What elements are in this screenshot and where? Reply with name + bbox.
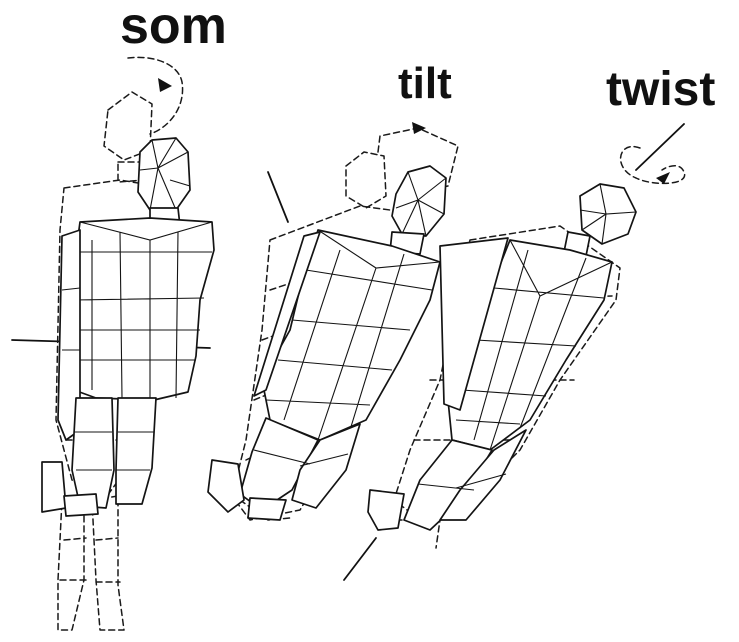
twist-axis-top [636,124,684,170]
tilt-figure [208,122,458,520]
twist-rotation-arrow [621,147,685,184]
tilt-label: tilt [398,62,452,106]
twist-label: twist [606,66,715,114]
som-label: som [120,0,227,52]
tilt-axis-top [268,172,288,222]
twist-arrow-head [656,172,670,184]
twist-axis-bottom [344,538,376,580]
som-solid-body [42,138,214,516]
som-arrow-head [158,78,172,92]
som-rotation-arrow [128,57,183,134]
som-figure [12,57,214,630]
tilt-arrow-head [412,122,426,134]
